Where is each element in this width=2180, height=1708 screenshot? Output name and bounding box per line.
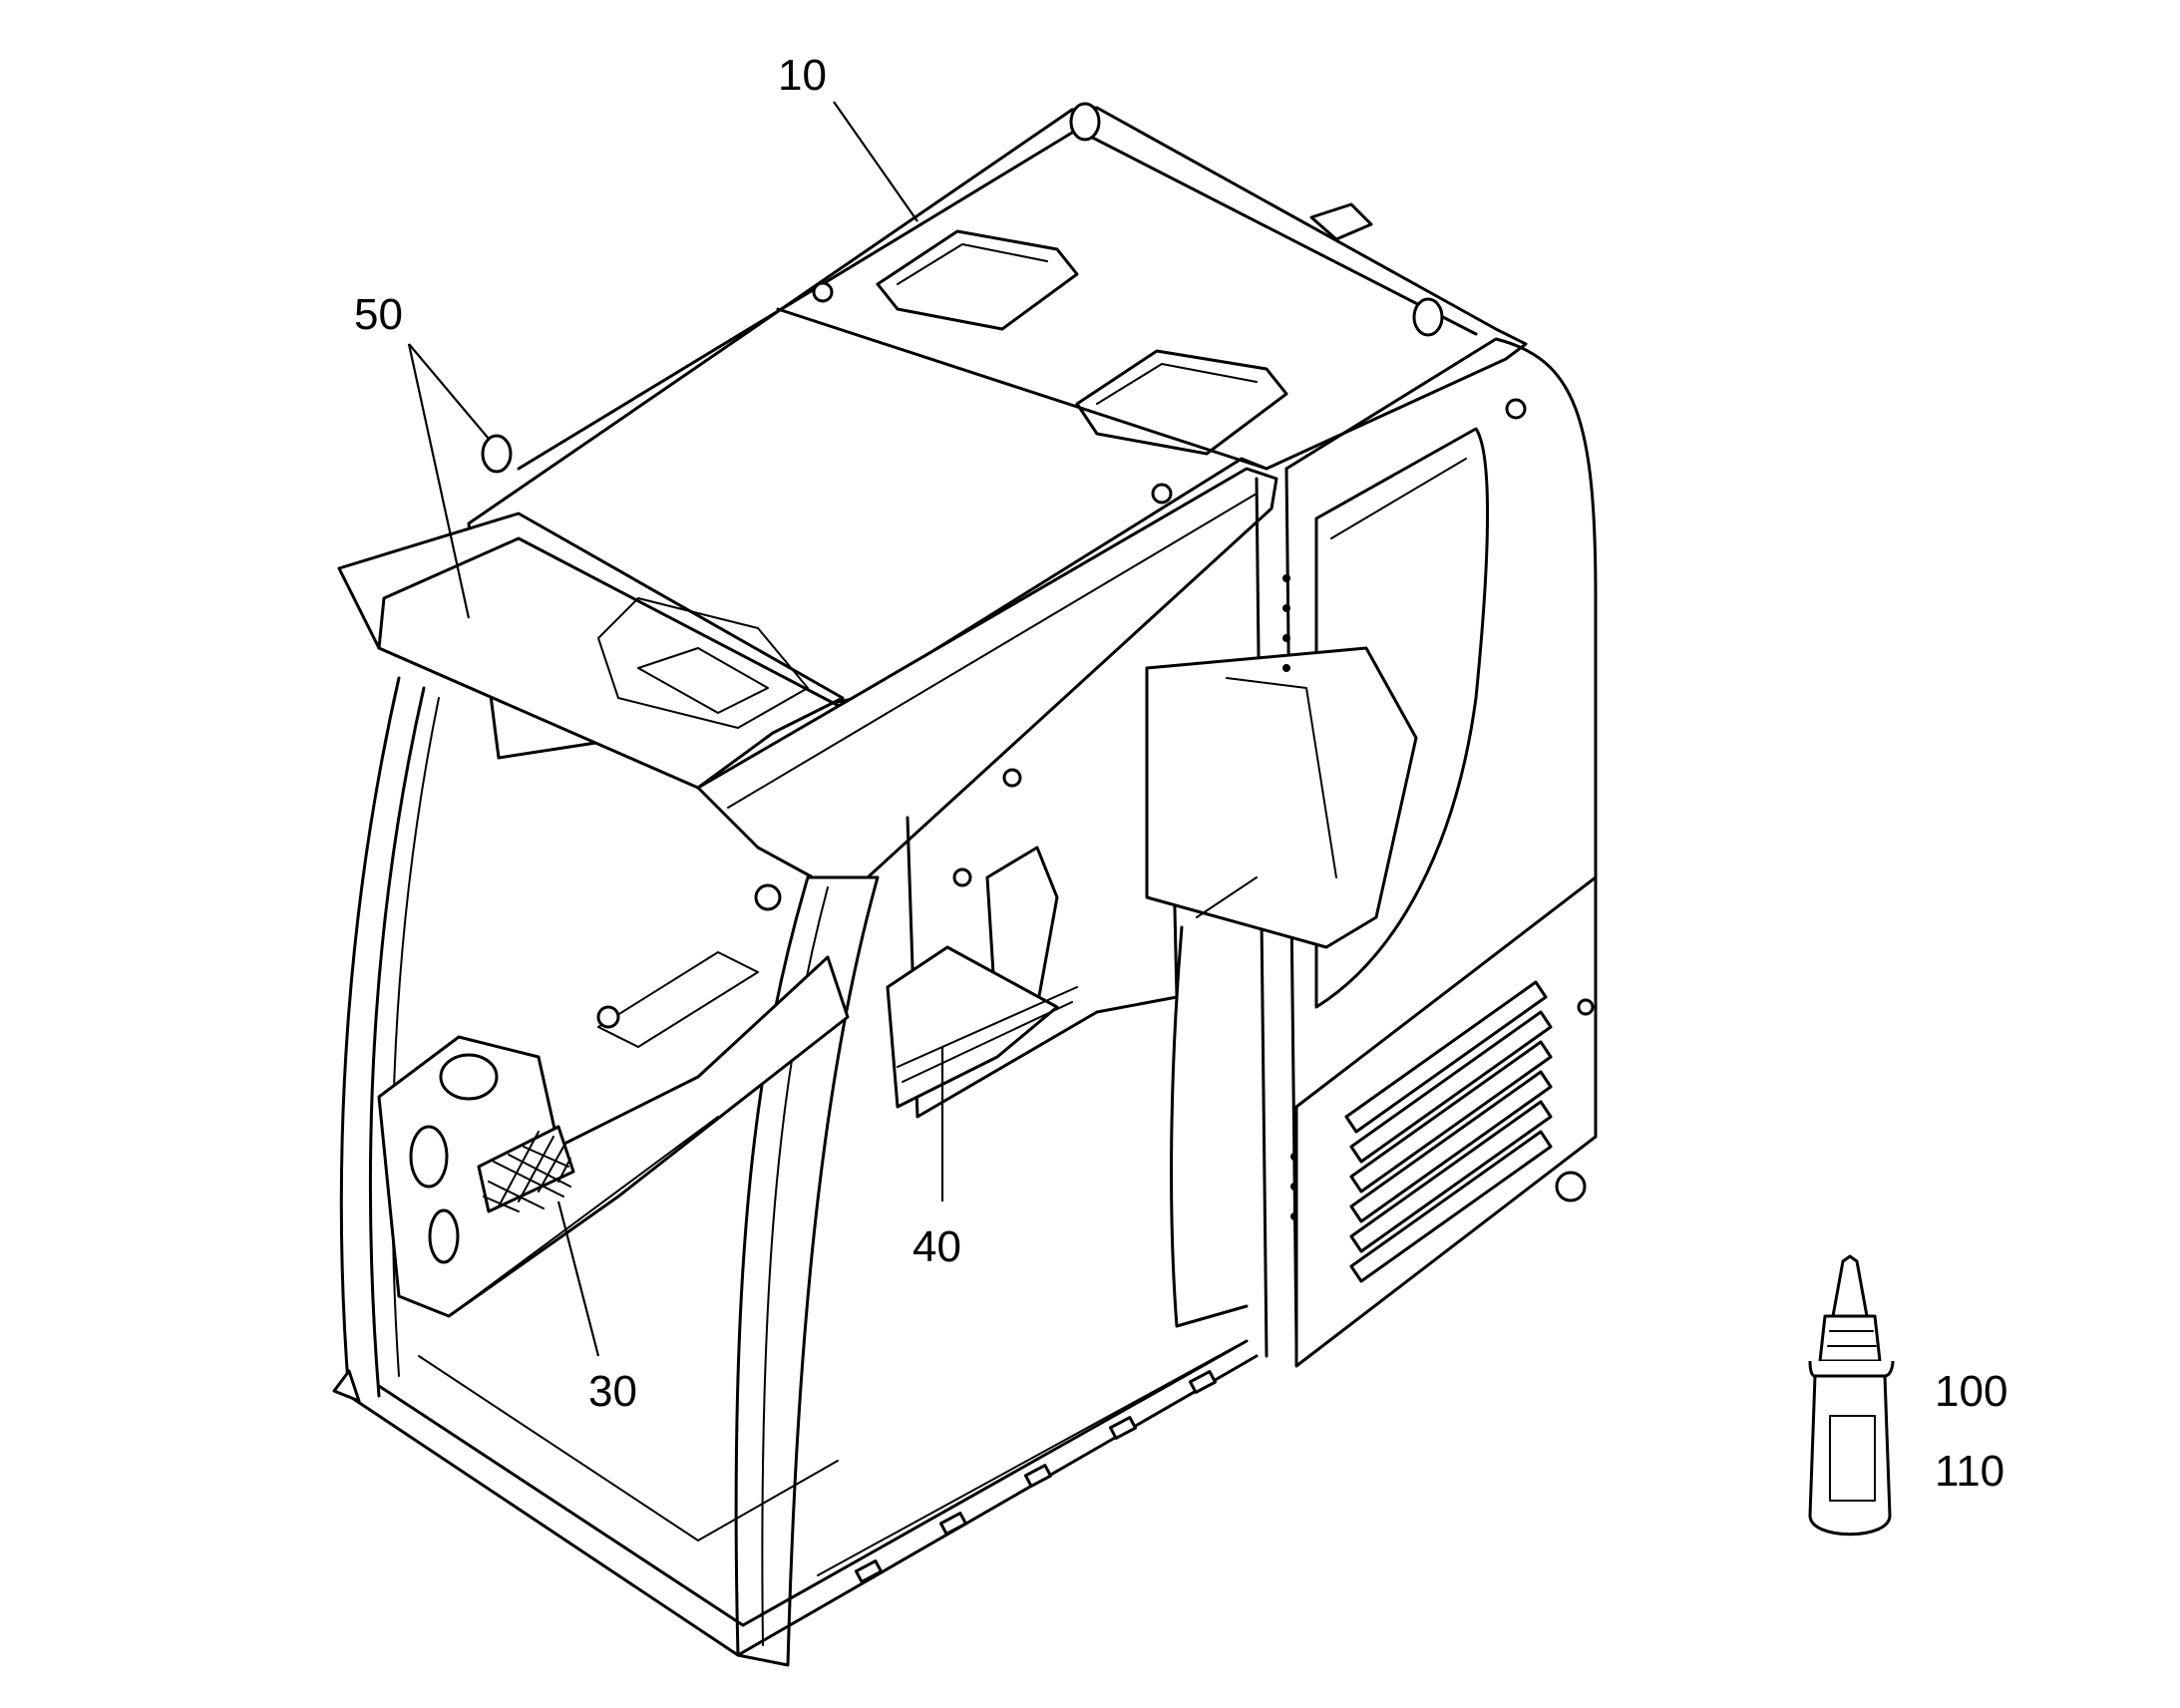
door-frame bbox=[1145, 337, 1598, 1358]
callout-40: 40 bbox=[912, 1047, 961, 1271]
svg-text:50: 50 bbox=[354, 290, 403, 339]
rear-wall bbox=[886, 768, 1179, 1119]
sun-visor bbox=[337, 512, 845, 790]
console-grille bbox=[477, 1125, 575, 1213]
operator-cab-illustration bbox=[332, 102, 1598, 1667]
callout-50: 50 bbox=[354, 290, 490, 619]
callout-30: 30 bbox=[556, 1200, 637, 1416]
svg-text:110: 110 bbox=[1935, 1447, 2004, 1496]
roof-beam bbox=[696, 467, 1278, 879]
svg-text:30: 30 bbox=[588, 1367, 637, 1416]
roof-panel bbox=[467, 102, 1528, 760]
left-console bbox=[377, 883, 850, 1318]
callout-100: 100 bbox=[1935, 1367, 2007, 1416]
svg-text:100: 100 bbox=[1935, 1367, 2007, 1416]
side-panel bbox=[1294, 875, 1598, 1368]
floor-frame bbox=[347, 1339, 1259, 1657]
callout-110: 110 bbox=[1935, 1447, 2004, 1496]
callout-10: 10 bbox=[778, 51, 918, 222]
adhesive-bottle-illustration bbox=[1808, 1254, 1895, 1537]
svg-text:40: 40 bbox=[912, 1222, 961, 1271]
front-left-pillar bbox=[339, 676, 440, 1398]
left-bracket bbox=[332, 1369, 361, 1403]
svg-text:10: 10 bbox=[778, 51, 827, 100]
